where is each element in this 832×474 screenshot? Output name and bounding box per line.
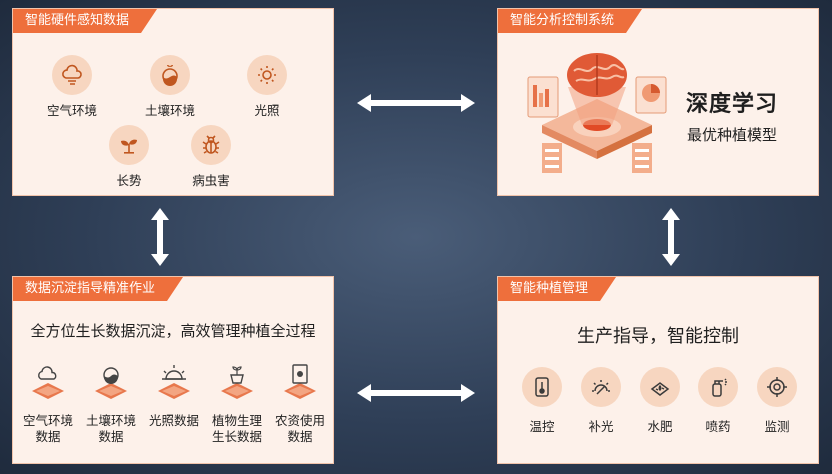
sensing-label-soil: 土壤环境 [144,103,195,118]
sprayer-icon [698,367,738,407]
management-label-light: 补光 [588,419,614,434]
management-label-spray: 喷药 [705,419,731,434]
target-icon [757,367,797,407]
management-headline: 生产指导，智能控制 [577,326,739,347]
deep-learning-illustration [527,53,667,173]
fertilizer-bag-icon [284,364,316,399]
deposit-label-plant: 植物生理生长数据 [211,413,262,444]
deposit-label-fertilizer: 农资使用数据 [274,413,325,444]
double-arrow-horizontal-top [357,94,475,112]
double-arrow-horizontal-bottom [357,384,475,402]
sensing-panel: 智能硬件感知数据 空气环境 土壤环境 光照 长势 病虫害 [12,8,334,196]
soil-icon [95,367,127,399]
panel-title: 智能种植管理 [498,277,616,301]
thermometer-icon [522,367,562,407]
cloud-icon [52,55,92,95]
planting-management-panel: 智能种植管理 生产指导，智能控制 温控 补光 水肥 喷药 监测 [497,276,819,464]
management-label-temp: 温控 [529,419,555,434]
sensing-label-pest: 病虫害 [192,173,230,188]
sensing-label-air: 空气环境 [46,103,97,118]
analysis-panel: 智能分析控制系统 深度学习 最优种植模型 [497,8,819,196]
panel-title: 数据沉淀指导精准作业 [13,277,183,301]
double-arrow-vertical-left [151,208,169,266]
panel-title: 智能硬件感知数据 [13,9,157,33]
water-fertilizer-icon [640,367,680,407]
optimal-model-subtitle: 最优种植模型 [687,126,778,144]
deposit-label-light: 光照数据 [148,413,199,428]
cloud-icon [32,366,64,399]
double-arrow-vertical-right [662,208,680,266]
sensing-label-growth: 长势 [116,173,142,188]
bug-icon [191,125,231,165]
soil-icon [150,55,190,95]
panel-title: 智能分析控制系统 [498,9,642,33]
sun-icon [158,365,190,399]
deep-learning-title: 深度学习 [686,92,779,117]
sun-icon [247,55,287,95]
deposit-label-air: 空气环境数据 [22,413,73,444]
management-label-monitor: 监测 [764,419,790,434]
light-icon [581,367,621,407]
management-label-water: 水肥 [647,419,673,434]
sprout-icon [109,125,149,165]
sensing-label-light: 光照 [254,103,280,118]
deposit-label-soil: 土壤环境数据 [85,413,136,444]
plant-pot-icon [221,366,253,399]
deposit-headline: 全方位生长数据沉淀，高效管理种植全过程 [30,322,316,340]
data-deposit-panel: 数据沉淀指导精准作业 全方位生长数据沉淀，高效管理种植全过程 空气环境数据 土壤… [12,276,334,464]
